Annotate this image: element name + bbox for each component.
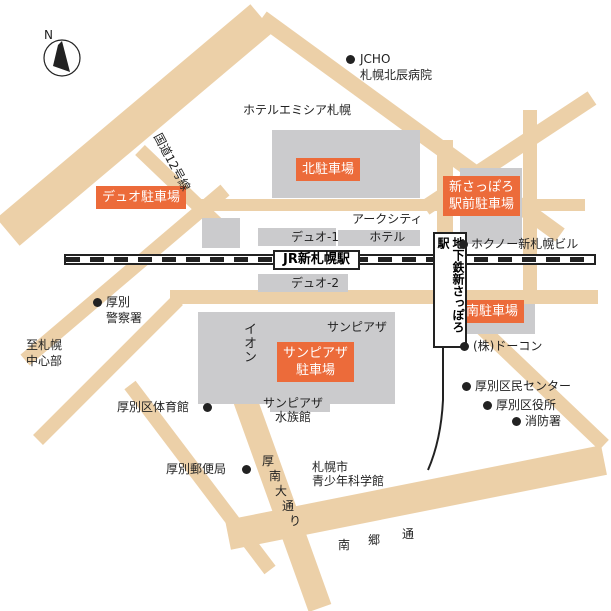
building-aquarium-line2: 水族館 bbox=[275, 410, 312, 424]
poi-docon-label: (株)ドーコン bbox=[473, 339, 543, 353]
poi-gym-dot bbox=[203, 403, 212, 412]
building-duo1 bbox=[258, 228, 336, 246]
poi-post-office-dot bbox=[242, 465, 251, 474]
building-arcscity-line2: ホテル bbox=[369, 230, 406, 244]
building-science-line2: 青少年科学館 bbox=[312, 474, 385, 488]
building-arcscity-hotel bbox=[338, 230, 420, 246]
road-atsubetsu-char-4: 通 bbox=[282, 499, 295, 513]
building-aquarium-label: サンピアザ 水族館 bbox=[263, 396, 323, 424]
parking-south[interactable]: 南駐車場 bbox=[460, 300, 525, 323]
building-sunpiazza-label: サンピアザ bbox=[327, 320, 388, 334]
north-arrow-icon bbox=[53, 41, 70, 72]
poi-jcho-dot bbox=[346, 55, 355, 64]
poi-hokuno-label: ホクノー新札幌ビル bbox=[471, 237, 579, 251]
building-science-museum-label: 札幌市 青少年科学館 bbox=[312, 460, 384, 488]
road-west-diagonal bbox=[20, 184, 230, 366]
compass-north-label: N bbox=[44, 28, 53, 42]
poi-hokuno-dot bbox=[459, 240, 468, 249]
parking-duo[interactable]: デュオ駐車場 bbox=[96, 186, 187, 209]
road-atsubetsu-char-5: り bbox=[289, 514, 302, 528]
direction-center-line1: 至札幌 bbox=[26, 338, 63, 352]
building-duo1-label: デュオ-1 bbox=[291, 230, 339, 244]
poi-jcho-line1: JCHO bbox=[360, 52, 391, 66]
parking-sunpiazza[interactable]: サンピアザ 駐車場 bbox=[277, 342, 355, 382]
parking-shinsapporo[interactable]: 新さっぽろ 駅前駐車場 bbox=[443, 176, 521, 216]
parking-shinsapporo-line1: 新さっぽろ bbox=[449, 180, 515, 195]
poi-gym-label: 厚別区体育館 bbox=[117, 400, 190, 414]
building-science-line1: 札幌市 bbox=[312, 460, 349, 474]
poi-fire-station-label: 消防署 bbox=[525, 414, 562, 428]
building-duo2 bbox=[258, 274, 348, 292]
building-arcscity-label: アークシティ ホテル bbox=[352, 212, 423, 244]
direction-center-line2: 中心部 bbox=[26, 354, 63, 368]
jr-station-label[interactable]: JR新札幌駅 bbox=[273, 250, 360, 270]
building-aquarium bbox=[270, 382, 330, 412]
poi-ward-office-label: 厚別区役所 bbox=[496, 398, 557, 412]
road-atsubetsu-char-1: 厚 bbox=[262, 454, 275, 468]
compass bbox=[43, 39, 81, 77]
poi-jcho-line2: 札幌北辰病院 bbox=[360, 68, 433, 82]
building-aeon-label: イオン bbox=[241, 322, 256, 364]
building-duo2-label: デュオ-2 bbox=[291, 276, 339, 290]
poi-police-line1: 厚別 bbox=[106, 295, 131, 309]
road-atsubetsu-char-3: 大 bbox=[275, 484, 288, 498]
building-aquarium-line1: サンピアザ bbox=[263, 396, 324, 410]
poi-police-label: 厚別 警察署 bbox=[106, 295, 142, 325]
road-southwest-diagonal bbox=[33, 295, 183, 445]
road-nango bbox=[225, 445, 607, 550]
parking-sunpiazza-line2: 駐車場 bbox=[296, 363, 336, 378]
poi-police-line2: 警察署 bbox=[106, 311, 143, 325]
poi-police-dot bbox=[93, 298, 102, 307]
poi-ward-office-dot bbox=[483, 401, 492, 410]
road-nango-char-3: 通 bbox=[402, 527, 415, 541]
poi-civic-center-label: 厚別区民センター bbox=[475, 379, 572, 393]
poi-civic-center-dot bbox=[462, 382, 471, 391]
road-nango-char-2: 郷 bbox=[368, 533, 381, 547]
road-nango-char-1: 南 bbox=[338, 538, 351, 552]
building-hotel-emisia-label: ホテルエミシア札幌 bbox=[243, 103, 352, 117]
poi-fire-station-dot bbox=[512, 417, 521, 426]
parking-north[interactable]: 北駐車場 bbox=[296, 158, 361, 181]
building-arcscity-line1: アークシティ bbox=[352, 212, 423, 226]
direction-center-label: 至札幌 中心部 bbox=[26, 338, 62, 368]
road-route12 bbox=[0, 4, 274, 246]
poi-post-office-label: 厚別郵便局 bbox=[166, 462, 227, 476]
road-atsubetsu-char-2: 南 bbox=[269, 469, 282, 483]
subway-station-label[interactable]: 地下鉄新さっぽろ駅 bbox=[433, 232, 467, 348]
poi-docon-dot bbox=[460, 342, 469, 351]
parking-shinsapporo-line2: 駅前駐車場 bbox=[449, 197, 515, 212]
building-duo-parking bbox=[202, 218, 240, 248]
subway-line bbox=[427, 340, 444, 471]
poi-jcho-label: JCHO 札幌北辰病院 bbox=[360, 52, 432, 82]
parking-sunpiazza-line1: サンピアザ bbox=[283, 346, 349, 361]
